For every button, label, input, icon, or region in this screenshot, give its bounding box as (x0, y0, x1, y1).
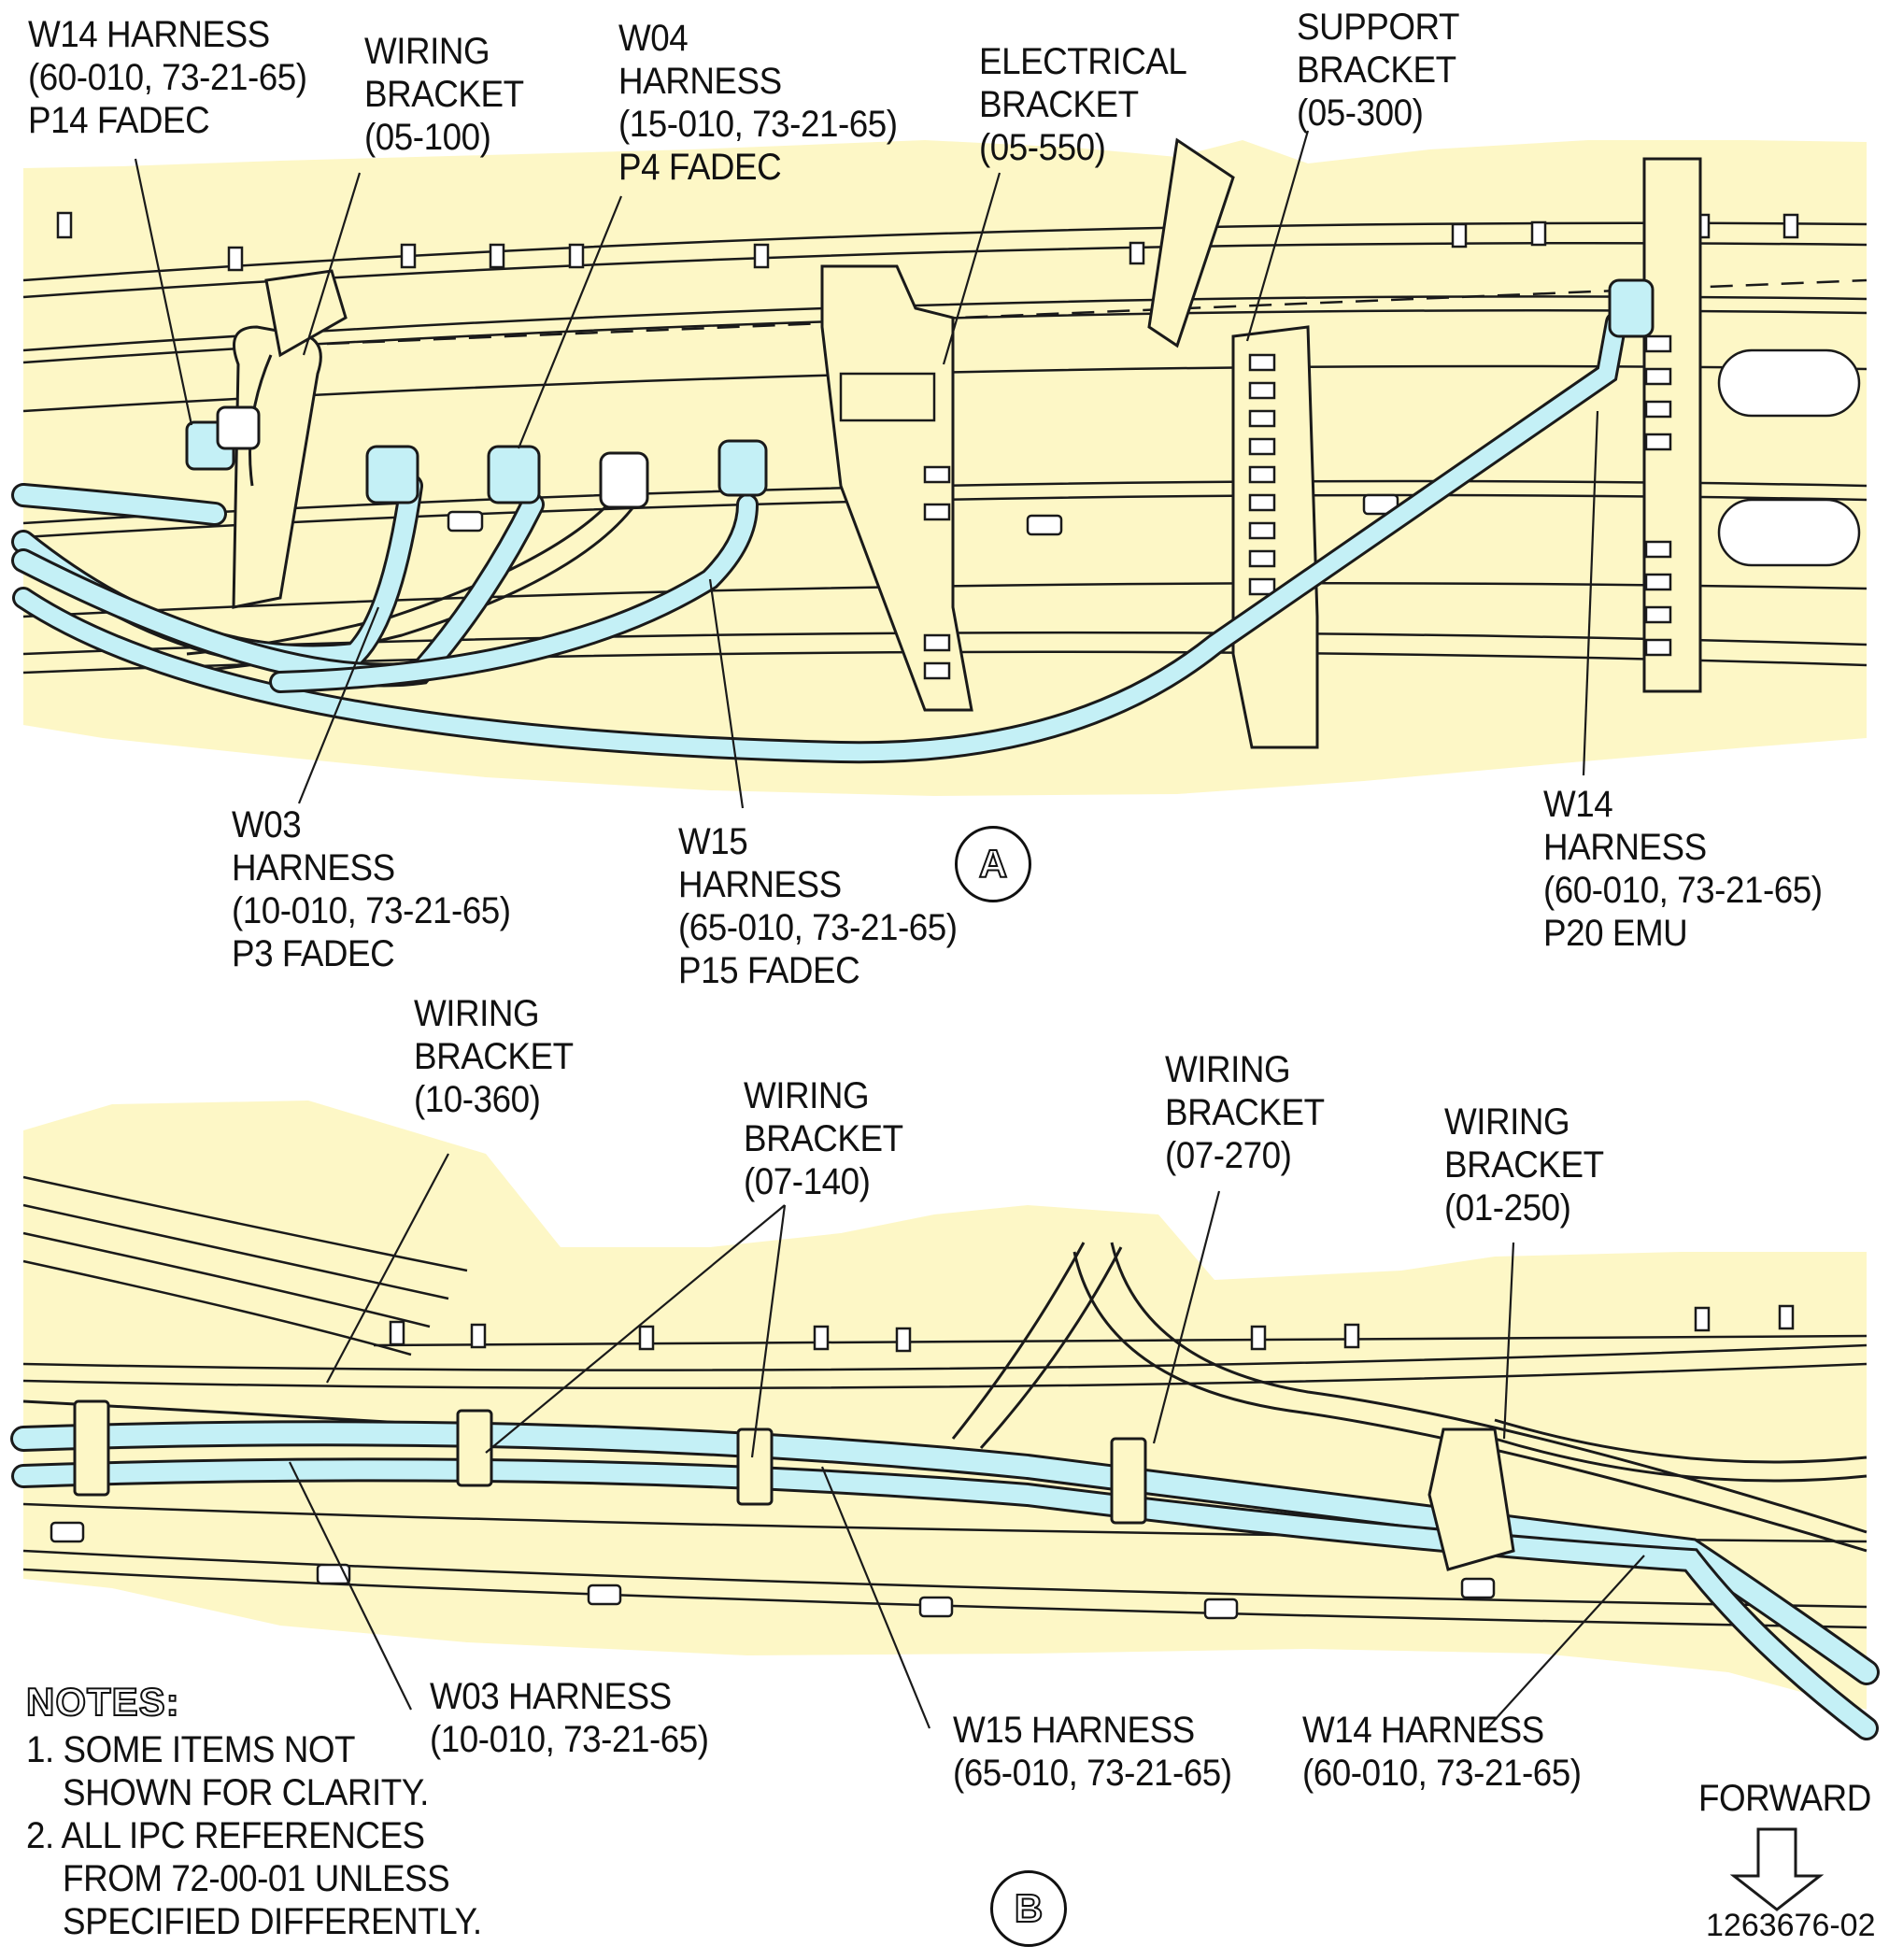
view-a-callout: A (955, 826, 1031, 902)
view-b-illustration (10, 1101, 1880, 1740)
label-wiring-bracket-10-360: WIRING BRACKET (10-360) (414, 993, 574, 1120)
forward-arrow (1729, 1827, 1825, 1911)
label-w14-harness: W14 HARNESS (60-010, 73-21-65) (1302, 1710, 1582, 1794)
label-w14-harness-p20-emu: W14 HARNESS (60-010, 73-21-65) P20 EMU (1543, 784, 1823, 954)
view-b-callout: B (990, 1870, 1067, 1947)
label-w03-harness-p3-fadec: W03 HARNESS (10-010, 73-21-65) P3 FADEC (232, 804, 511, 974)
label-electrical-bracket-05-550: ELECTRICAL BRACKET (05-550) (979, 41, 1187, 168)
figure-number: 1263676-02 (1706, 1908, 1876, 1943)
label-wiring-bracket-07-140: WIRING BRACKET (07-140) (744, 1075, 903, 1202)
label-wiring-bracket-07-270: WIRING BRACKET (07-270) (1165, 1049, 1325, 1176)
notes-title: NOTES: (25, 1679, 180, 1725)
label-w03-harness: W03 HARNESS (10-010, 73-21-65) (430, 1676, 709, 1760)
label-w15-harness: W15 HARNESS (65-010, 73-21-65) (953, 1710, 1232, 1794)
forward-label: FORWARD (1698, 1778, 1871, 1819)
label-wiring-bracket-01-250: WIRING BRACKET (01-250) (1444, 1101, 1604, 1229)
view-b-background (23, 1101, 1867, 1710)
notes-body: 1. SOME ITEMS NOT SHOWN FOR CLARITY. 2. … (26, 1729, 482, 1942)
label-w04-harness-p4-fadec: W04 HARNESS (15-010, 73-21-65) P4 FADEC (618, 18, 898, 188)
label-w14-harness-p14-fadec: W14 HARNESS (60-010, 73-21-65) P14 FADEC (28, 14, 307, 141)
label-wiring-bracket-05-100: WIRING BRACKET (05-100) (364, 31, 524, 158)
label-w15-harness-p15-fadec: W15 HARNESS (65-010, 73-21-65) P15 FADEC (678, 821, 958, 991)
label-support-bracket-05-300: SUPPORT BRACKET (05-300) (1297, 7, 1460, 134)
view-a-illustration (11, 130, 1868, 809)
